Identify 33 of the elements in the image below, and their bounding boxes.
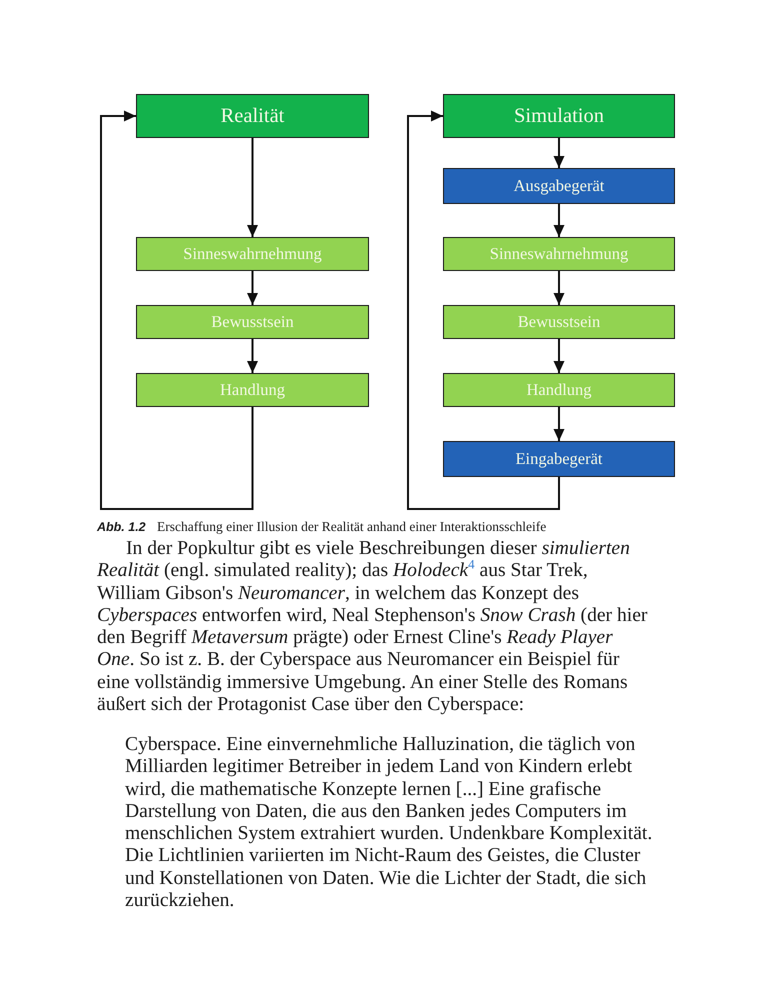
box-label: Bewusstsein — [518, 312, 600, 332]
box-label: Handlung — [526, 380, 592, 400]
box-label: Sinneswahrnehmung — [183, 244, 322, 264]
device-box — [443, 441, 675, 477]
arrow — [407, 110, 560, 510]
process-box — [136, 373, 369, 407]
process-box — [136, 237, 369, 271]
arrow — [247, 138, 258, 237]
title-box — [443, 94, 675, 138]
box-label: Sinneswahrnehmung — [490, 244, 628, 264]
box-label: Handlung — [220, 380, 286, 400]
title-box — [136, 94, 369, 138]
body-paragraph: In der Popkultur gibt es viele Beschreibungen dieser simulierten Realität (engl. simulated reality); das Holodeck$^{4}$ aus Star Trek, William Gibson's Neuromancer, in welchem das Konzept des Cyberspaces entworfen wird, Neal Stephenson's Snow Crash (der hier den Begriff Metaversum prägte) oder Ernest Cline's Ready Player One. So ist z. B. der Cyberspace aus Neuromancer ein Beispiel für eine vollständig immersive Umgebung. An einer Stelle des Romans äußert sich der Protagonist Case über den Cyberspace: — [97, 538, 648, 716]
process-box — [443, 237, 675, 271]
process-box — [136, 305, 369, 339]
box-label: Ausgabegerät — [514, 176, 604, 196]
arrow — [554, 271, 564, 305]
device-box — [443, 168, 675, 204]
process-box — [443, 305, 675, 339]
box-label: Eingabegerät — [515, 450, 603, 468]
arrow — [100, 110, 254, 510]
arrow — [247, 339, 258, 373]
arrow — [247, 271, 258, 305]
arrow — [554, 339, 564, 373]
figure-caption: Abb. 1.2 Erschaffung einer Illusion der Realität anhand einer Interaktionsschleife — [97, 519, 546, 535]
process-box — [443, 373, 675, 407]
arrow — [554, 407, 564, 441]
block-quote: Cyberspace. Eine einvernehmliche Halluzination, die täglich von Milliarden legitimer Betreiber in jedem Land von Kindern erlebt wird, die mathematische Konzepte lernen [...] Eine grafische Darstellung von Daten, die aus den Banken jedes Computers im menschlichen System extrahiert wurden. Undenkbare Komplexität. Die Lichtlinien variierten im Nicht-Raum des Geistes, die Cluster und Konstellationen von Daten. Wie die Lichter der Stadt, die sich zurückziehen. — [125, 734, 653, 912]
box-label: Realität — [220, 104, 284, 128]
arrow — [554, 138, 564, 168]
arrow — [554, 204, 564, 237]
box-label: Simulation — [514, 104, 604, 128]
box-label: Bewusstsein — [211, 312, 294, 332]
